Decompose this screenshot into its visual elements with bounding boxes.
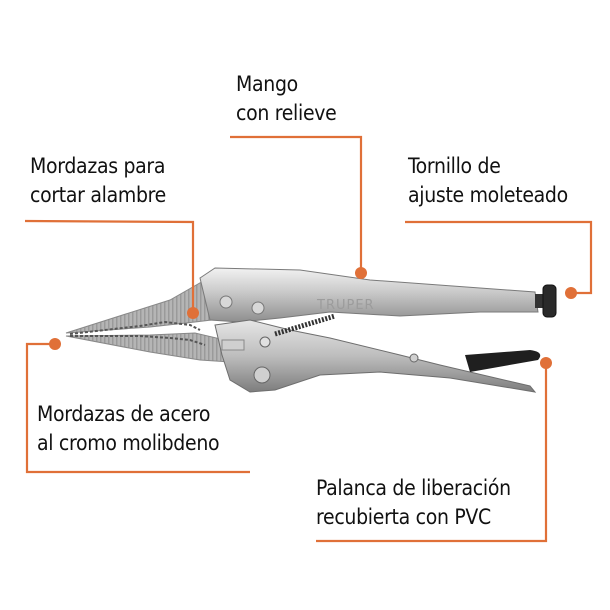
lower-jaw	[65, 332, 231, 363]
callout-label-handle: Mango con relieve	[236, 72, 337, 125]
callout-dot-cutting-jaws	[187, 307, 199, 319]
callout-dot-jaws-material	[49, 338, 61, 350]
brand-mark: TRUPER	[316, 298, 375, 313]
callout-label-jaws-material: Mordazas de acero al cromo molibdeno	[37, 402, 220, 455]
pvc-grip	[465, 350, 541, 372]
callout-lines	[24, 135, 593, 543]
callout-label-adjust-screw: Tornillo de ajuste moleteado	[408, 154, 568, 207]
callout-dots	[49, 267, 577, 369]
callout-label-release-lever: Palanca de liberación recubierta con PVC	[316, 476, 511, 529]
callout-line-cutting-jaws	[24, 219, 195, 313]
callout-line-release-lever	[316, 363, 548, 543]
callout-dot-adjust-screw	[565, 287, 577, 299]
jaw-logo-plate	[221, 339, 245, 351]
callout-line-adjust-screw	[405, 220, 593, 295]
callout-line-jaws-material	[25, 342, 250, 474]
callout-label-cutting-jaws: Mordazas para cortar alambre	[30, 154, 166, 207]
upper-handle: TRUPER	[199, 267, 539, 323]
lower-handle	[214, 319, 537, 393]
callout-dot-handle	[355, 267, 367, 279]
adjust-screw	[535, 284, 557, 318]
callout-line-handle	[230, 135, 363, 273]
callout-dot-release-lever	[540, 357, 552, 369]
